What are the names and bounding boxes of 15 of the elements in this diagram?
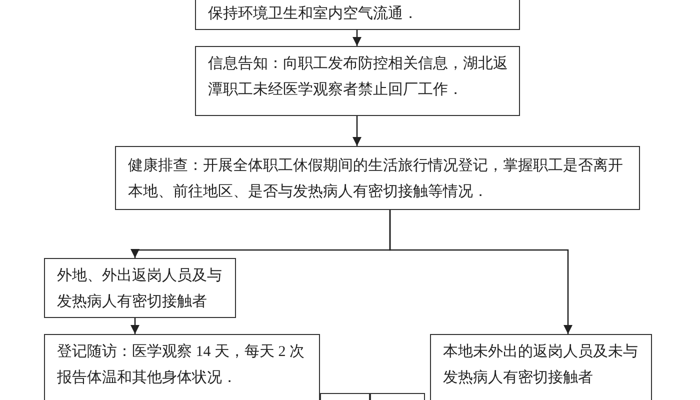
process-box	[195, 46, 520, 116]
process-box	[115, 146, 640, 210]
arrow	[389, 210, 573, 334]
box-text: 信息告知：向职工发布防控相关信息，湖北返潭职工未经医学观察者禁止回厂工作．	[208, 54, 509, 100]
process-box	[44, 258, 236, 318]
box-text: 本地未外出的返岗人员及未与发热病人有密切接触者	[443, 342, 639, 388]
process-box	[44, 334, 320, 400]
process-box	[430, 334, 652, 400]
arrow	[352, 116, 362, 146]
arrow	[352, 30, 362, 46]
arrow	[130, 318, 140, 334]
box-text: 健康排查：开展全体职工休假期间的生活旅行情况登记，掌握职工是否离开本地、前往地区、是否与发热病人有密切接触等情况．	[128, 156, 624, 202]
box-text: 登记随访：医学观察 14 天，每天 2 次报告体温和其他身体状况．	[57, 342, 306, 388]
box-text: 外地、外出返岗人员及与发热病人有密切接触者	[57, 266, 223, 312]
box-text: 保持环境卫生和室内空气流通．	[208, 4, 419, 24]
